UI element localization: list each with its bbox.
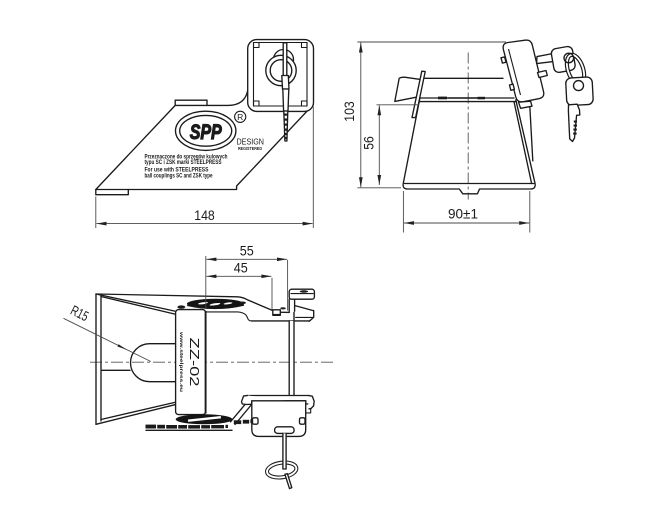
svg-text:For use with STEELPRESS: For use with STEELPRESS bbox=[145, 167, 209, 174]
svg-text:148: 148 bbox=[194, 207, 215, 223]
svg-text:ball couplings SC and ZSK type: ball couplings SC and ZSK type bbox=[145, 172, 213, 179]
svg-text:SPP: SPP bbox=[190, 121, 223, 144]
svg-text:56: 56 bbox=[361, 136, 377, 150]
svg-text:55: 55 bbox=[240, 243, 254, 259]
svg-text:R15: R15 bbox=[68, 302, 91, 324]
svg-text:R: R bbox=[237, 112, 243, 122]
svg-text:90±1: 90±1 bbox=[448, 205, 478, 221]
svg-text:Przeznaczone do sprzęgów kulow: Przeznaczone do sprzęgów kulowych bbox=[145, 154, 228, 161]
svg-text:ZZ-02: ZZ-02 bbox=[187, 338, 202, 387]
svg-text:www.steelpress.eu: www.steelpress.eu bbox=[178, 331, 184, 392]
svg-text:45: 45 bbox=[234, 260, 248, 276]
svg-text:REGISTERED: REGISTERED bbox=[238, 146, 262, 152]
svg-text:103: 103 bbox=[341, 101, 357, 122]
svg-text:typu SC i ZSK marki STEELPRESS: typu SC i ZSK marki STEELPRESS bbox=[145, 159, 222, 166]
svg-text:DESIGN: DESIGN bbox=[237, 136, 265, 146]
